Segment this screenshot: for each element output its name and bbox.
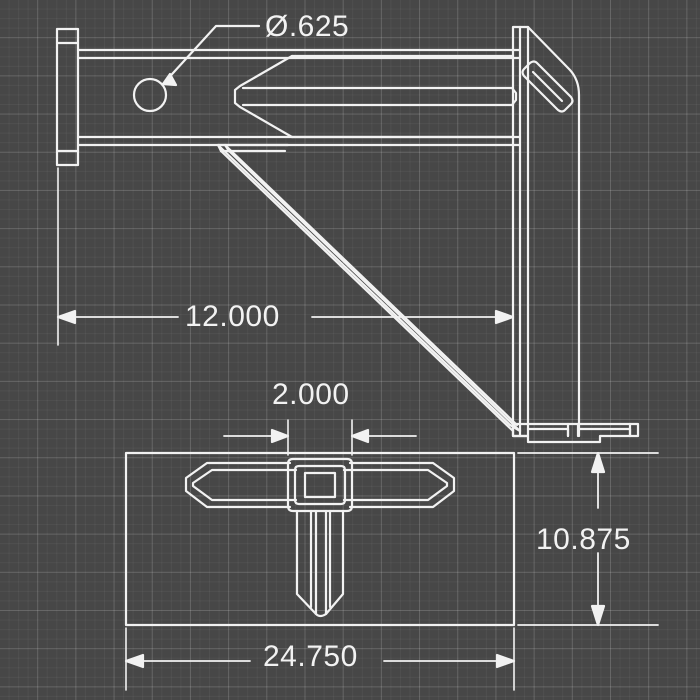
- dimension-label-post-width: 2.000: [272, 378, 350, 411]
- dimension-line-plate-depth: [517, 451, 659, 627]
- wall-mount-plate: [55, 27, 80, 167]
- dimension-label-plate-width: 24.750: [263, 640, 358, 673]
- riser-slot: [521, 60, 574, 113]
- base-foot: [511, 422, 640, 444]
- horizontal-arm: [76, 48, 522, 147]
- dimension-label-plate-depth: 10.875: [536, 523, 631, 556]
- cross-rail: [184, 461, 456, 509]
- base-plate-outline: [124, 451, 516, 627]
- diagonal-brace: [216, 143, 522, 433]
- vertical-riser-plate: [511, 25, 581, 438]
- mounting-hole: [132, 77, 168, 113]
- dimension-line-arm-length: [56, 167, 515, 346]
- dimension-line-plate-width: [124, 627, 516, 691]
- square-post: [286, 457, 354, 513]
- hole-leader-line: [161, 24, 261, 87]
- stem-blade: [295, 509, 345, 618]
- dimension-label-arm-length: 12.000: [185, 300, 280, 333]
- dimension-label-hole-diameter: Ø.625: [265, 10, 350, 43]
- dimension-line-post-width: [223, 419, 417, 456]
